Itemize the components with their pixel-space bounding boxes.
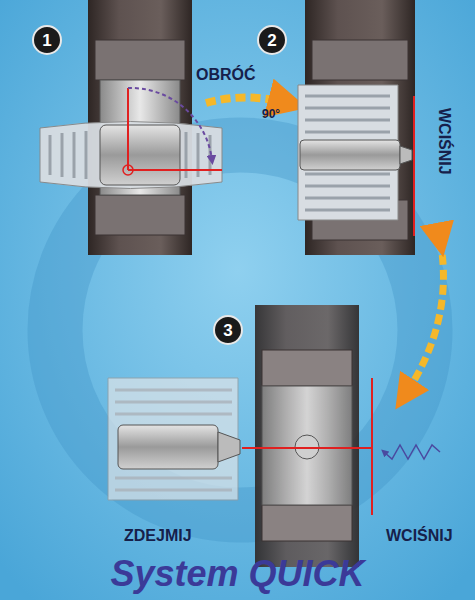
- action-label: WCIŚNIJ: [435, 108, 453, 175]
- action-label: WCIŚNIJ: [386, 527, 453, 545]
- step-badge: 3: [213, 315, 243, 345]
- step-number: 1: [42, 32, 51, 49]
- action-label: OBRÓĆ: [196, 66, 256, 84]
- diagram-title: System QUICK: [0, 553, 475, 595]
- angle-label: 90°: [262, 108, 280, 121]
- step-number: 3: [223, 322, 232, 339]
- step-badge: 2: [257, 25, 287, 55]
- step-number: 2: [267, 32, 276, 49]
- step-badge: 1: [32, 25, 62, 55]
- action-label: ZDEJMIJ: [124, 527, 192, 545]
